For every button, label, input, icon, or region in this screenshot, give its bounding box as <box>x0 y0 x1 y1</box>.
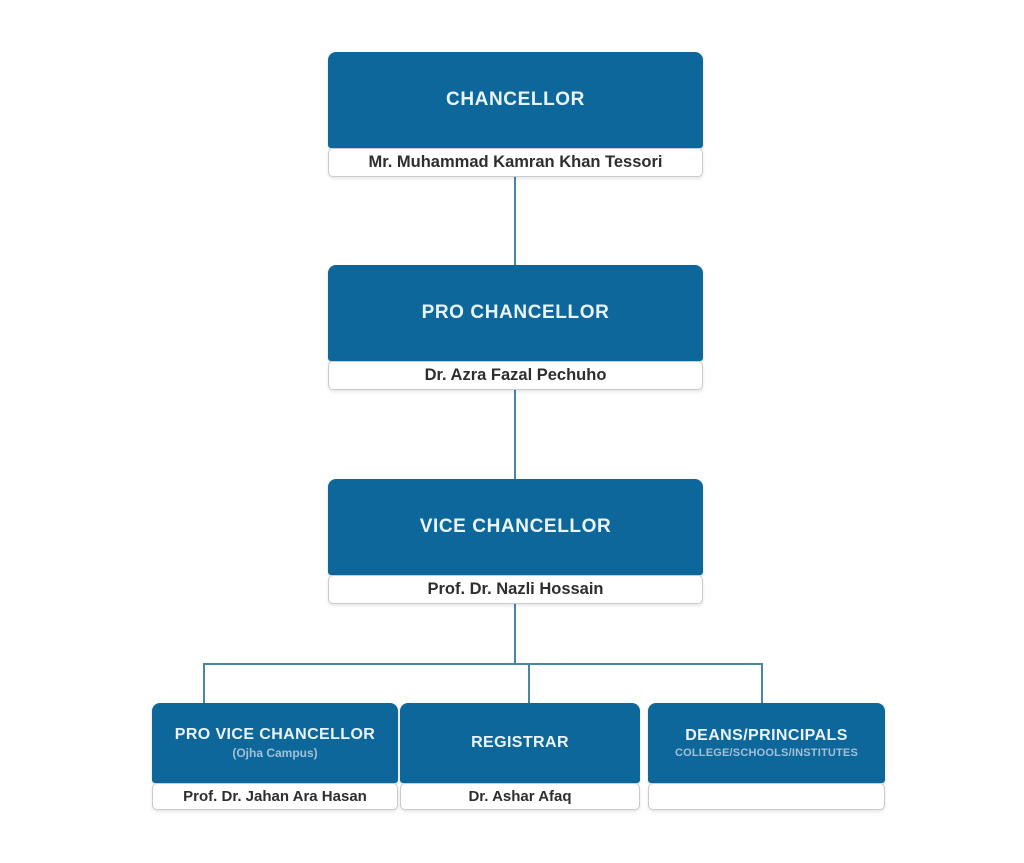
pro-vice-chancellor-subtitle: (Ojha Campus) <box>232 746 318 760</box>
pro-chancellor-title-box: PRO CHANCELLOR <box>328 265 703 361</box>
connector-drop-pro-vice-chancellor <box>203 663 205 703</box>
connector-drop-deans <box>761 663 763 703</box>
pro-vice-chancellor-name-plate: Prof. Dr. Jahan Ara Hasan <box>152 783 398 810</box>
pro-chancellor-title: PRO CHANCELLOR <box>421 302 610 323</box>
pro-vice-chancellor-title-box: PRO VICE CHANCELLOR (Ojha Campus) <box>152 703 398 783</box>
vice-chancellor-title: VICE CHANCELLOR <box>419 516 612 537</box>
node-pro-chancellor: PRO CHANCELLOR Dr. Azra Fazal Pechuho <box>328 265 703 390</box>
deans-principals-subtitle: COLLEGE/SCHOOLS/INSTITUTES <box>674 747 859 759</box>
registrar-name-plate: Dr. Ashar Afaq <box>400 783 640 810</box>
node-chancellor: CHANCELLOR Mr. Muhammad Kamran Khan Tess… <box>328 52 703 177</box>
deans-principals-title-box: DEANS/PRINCIPALS COLLEGE/SCHOOLS/INSTITU… <box>648 703 885 783</box>
node-deans-principals: DEANS/PRINCIPALS COLLEGE/SCHOOLS/INSTITU… <box>648 703 885 810</box>
deans-principals-title: DEANS/PRINCIPALS <box>685 727 848 744</box>
chancellor-title-box: CHANCELLOR <box>328 52 703 148</box>
node-pro-vice-chancellor: PRO VICE CHANCELLOR (Ojha Campus) Prof. … <box>152 703 398 810</box>
registrar-title-box: REGISTRAR <box>400 703 640 783</box>
pro-vice-chancellor-title: PRO VICE CHANCELLOR <box>174 726 376 743</box>
connector-vice-chancellor-stem <box>514 604 516 664</box>
chancellor-name-plate: Mr. Muhammad Kamran Khan Tessori <box>328 148 703 177</box>
node-vice-chancellor: VICE CHANCELLOR Prof. Dr. Nazli Hossain <box>328 479 703 604</box>
chancellor-title: CHANCELLOR <box>446 89 585 110</box>
connector-pro-chancellor-to-vice-chancellor <box>514 390 516 479</box>
node-registrar: REGISTRAR Dr. Ashar Afaq <box>400 703 640 810</box>
connector-chancellor-to-pro-chancellor <box>514 177 516 265</box>
connector-branch-rail <box>204 663 763 665</box>
deans-principals-name-plate <box>648 783 885 810</box>
vice-chancellor-title-box: VICE CHANCELLOR <box>328 479 703 575</box>
pro-chancellor-name-plate: Dr. Azra Fazal Pechuho <box>328 361 703 390</box>
connector-drop-registrar <box>528 663 530 703</box>
registrar-title: REGISTRAR <box>471 734 569 751</box>
vice-chancellor-name-plate: Prof. Dr. Nazli Hossain <box>328 575 703 604</box>
